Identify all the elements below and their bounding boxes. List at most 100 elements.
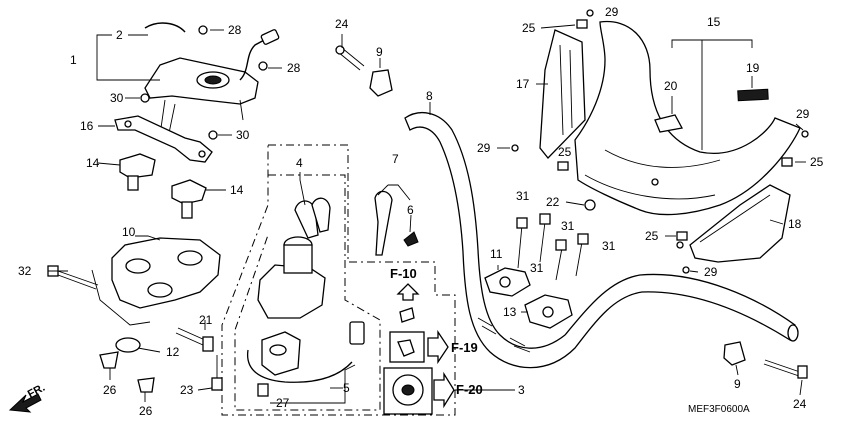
callout-24-top: 24 — [335, 17, 349, 31]
front-direction-label: FR. — [26, 382, 47, 401]
callout-31-c: 31 — [602, 239, 616, 253]
side-cover — [689, 184, 791, 263]
inner-cover — [539, 29, 586, 159]
callout-26-left: 26 — [103, 383, 117, 397]
f19-arrow — [427, 329, 449, 365]
bolt-24-top — [335, 45, 365, 71]
handlebar-bracket — [114, 115, 213, 163]
bolt-24-bottom — [763, 359, 808, 379]
key-blank — [374, 190, 393, 256]
callout-21: 21 — [199, 313, 213, 327]
callout-2: 2 — [116, 28, 123, 42]
callout-25-bottom: 25 — [645, 229, 659, 243]
screw-29-right — [801, 130, 809, 138]
f10-washer — [399, 307, 415, 323]
rubber-cushion-bottom — [723, 341, 746, 366]
wire-harness — [239, 37, 269, 81]
callout-31-a: 31 — [516, 189, 530, 203]
bolt-23 — [211, 355, 223, 391]
bolt-28-upper — [198, 25, 208, 35]
callout-4: 4 — [296, 156, 303, 170]
emblem — [654, 114, 683, 133]
callout-31-b: 31 — [561, 219, 575, 233]
bolt-28-lower — [258, 61, 268, 71]
clip-25-top — [576, 19, 588, 29]
screw-29-top — [586, 9, 594, 17]
clip-25-bottom — [676, 231, 688, 241]
leader-lines — [48, 24, 806, 404]
screw-29-left — [511, 144, 519, 152]
callout-29-left: 29 — [477, 141, 491, 155]
callout-12: 12 — [166, 345, 180, 359]
handlebar-holder-upper-left — [119, 153, 156, 191]
group-outline-dashed — [221, 144, 456, 416]
reference-f19: F-19 — [451, 340, 478, 355]
clip-25-right — [781, 157, 793, 167]
callout-25-right: 25 — [810, 155, 824, 169]
callout-3: 3 — [518, 383, 525, 397]
bottom-bridge — [91, 237, 221, 326]
callout-23: 23 — [180, 383, 194, 397]
callout-25-top: 25 — [522, 21, 536, 35]
switch-base — [247, 321, 365, 397]
callout-22: 22 — [546, 195, 560, 209]
callout-29-top: 29 — [605, 5, 619, 19]
callout-15: 15 — [707, 15, 721, 29]
callout-31-d: 31 — [530, 261, 544, 275]
callout-11: 11 — [490, 247, 503, 261]
callout-18: 18 — [788, 217, 802, 231]
callout-10: 10 — [122, 225, 136, 239]
callout-32: 32 — [18, 264, 32, 278]
screw-29-bottom — [682, 266, 690, 274]
callout-8: 8 — [426, 89, 433, 103]
ref-arrow-f10 — [396, 283, 420, 301]
callout-17: 17 — [516, 77, 530, 91]
key — [294, 200, 319, 239]
reference-f10: F-10 — [390, 266, 417, 281]
callout-28-upper: 28 — [228, 23, 242, 37]
callout-13: 13 — [503, 305, 517, 319]
callout-30-left: 30 — [110, 91, 124, 105]
handlebar-holder-lower-13 — [524, 294, 573, 329]
snap-ring — [144, 22, 186, 33]
callout-24-bottom: 24 — [793, 397, 807, 411]
bolt-30-right — [208, 130, 218, 140]
lock-set-inner-outline — [234, 174, 381, 411]
f20-arrow — [433, 371, 455, 409]
diagram-code: MEF3F0600A — [688, 404, 750, 415]
callout-5: 5 — [343, 381, 350, 395]
handlebar-pipe — [404, 112, 799, 369]
callout-29-bottom: 29 — [704, 265, 718, 279]
bolt-22 — [584, 199, 596, 211]
handlebar-cover — [574, 20, 801, 249]
key-insert — [403, 231, 419, 247]
callout-9-top: 9 — [376, 45, 383, 59]
callout-27: 27 — [276, 396, 290, 410]
emblem-pad — [737, 88, 769, 102]
ignition-switch — [257, 197, 331, 319]
callout-labels: 2 1 28 28 30 30 16 14 14 10 32 21 12 26 … — [18, 5, 824, 418]
callout-19: 19 — [746, 61, 760, 75]
collar — [115, 337, 141, 353]
handlebar-holder-lower-11 — [484, 267, 531, 297]
reference-f20: F-20 — [456, 382, 483, 397]
callout-29-right: 29 — [796, 107, 810, 121]
harness-connector — [260, 29, 280, 45]
callout-25-mid: 25 — [558, 145, 572, 159]
callout-1: 1 — [70, 53, 77, 67]
bolt-31-set — [516, 213, 589, 281]
rubber-bushing-left — [99, 351, 119, 369]
bolt-21 — [175, 327, 214, 352]
callout-14-left: 14 — [86, 156, 100, 170]
bolt-30-left — [140, 93, 150, 103]
front-direction-arrow — [8, 393, 42, 413]
bolt-32 — [47, 265, 99, 290]
callout-14-right: 14 — [230, 183, 244, 197]
rubber-bushing-right — [137, 377, 155, 393]
callout-26-right: 26 — [139, 404, 153, 418]
f19-fastener — [397, 339, 415, 357]
callout-28-lower: 28 — [287, 61, 301, 75]
callout-6: 6 — [407, 203, 414, 217]
rubber-cushion-top — [369, 69, 393, 97]
